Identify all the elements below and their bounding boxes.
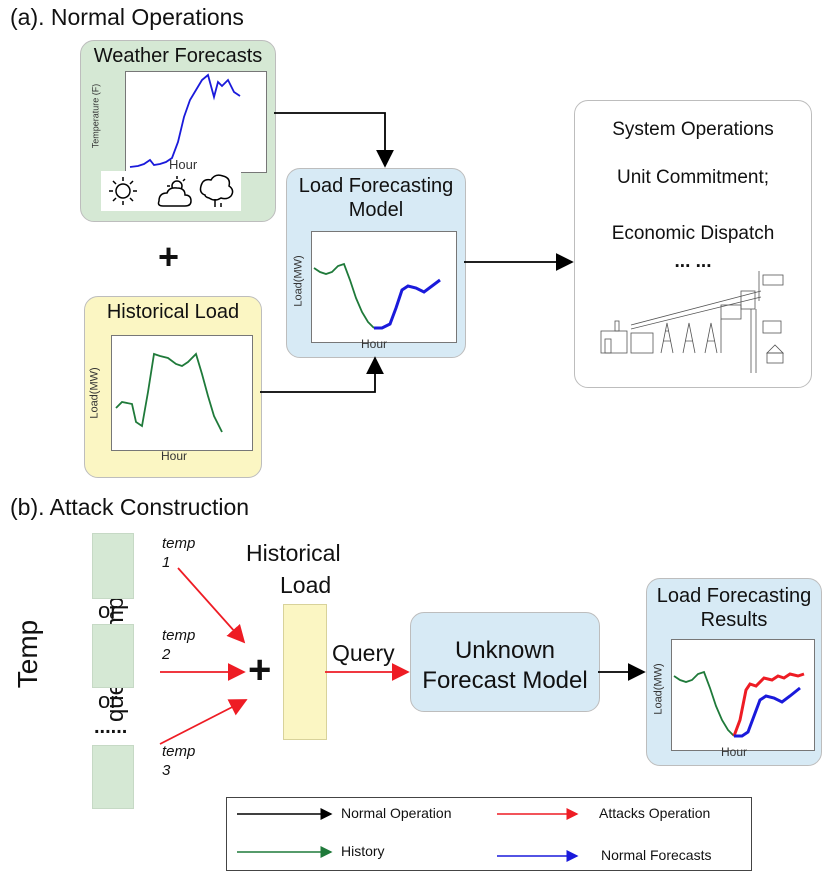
- dots-label: ......: [94, 716, 128, 738]
- temp-2-word: temp: [162, 627, 196, 644]
- partly-cloudy-icon: [157, 176, 192, 207]
- model-history-line: [313, 262, 375, 329]
- weather-icons-strip: [101, 171, 241, 211]
- legend-normal-operation: Normal Operation: [341, 805, 452, 821]
- legend: Normal Operation Attacks Operation Histo…: [226, 797, 752, 871]
- model-chart: [311, 231, 457, 343]
- unknown-model-line1: Unknown: [454, 637, 556, 664]
- power-grid-illustration: [600, 271, 784, 373]
- model-title-line2: Model: [348, 199, 404, 221]
- historical-load-label-line1: Historical: [246, 540, 341, 566]
- historical-load-title: Historical Load: [106, 301, 240, 323]
- temp-label-3: temp 3: [162, 742, 195, 780]
- economic-dispatch-text: Economic Dispatch: [611, 223, 775, 244]
- legend-history: History: [341, 843, 385, 859]
- temperature-line: [129, 73, 241, 168]
- temp-label-1: temp 1: [162, 534, 195, 572]
- historical-load-box: Historical Load Load(MW) Hour: [84, 296, 262, 478]
- temp-1-word: temp: [162, 535, 196, 552]
- results-history-line: [673, 670, 735, 737]
- temp3-arrow: [159, 699, 248, 745]
- unit-commitment-text: Unit Commitment;: [616, 167, 770, 188]
- query-label: Query: [332, 640, 395, 666]
- historical-xlabel: Hour: [161, 449, 188, 463]
- history-to-model-arrow: [260, 356, 384, 393]
- temp-3-word: temp: [162, 743, 196, 760]
- load-forecasting-model-box: Load Forecasting Model Load(MW) Hour: [286, 168, 466, 358]
- results-title-line2: Results: [700, 609, 768, 631]
- weather-forecasts-title: Weather Forecasts: [93, 45, 263, 67]
- legend-arrows: [237, 808, 579, 862]
- unknown-model-line2: Forecast Model: [422, 667, 588, 694]
- temp-sample-box-1: [92, 533, 134, 599]
- rain-cloud-icon: [199, 174, 234, 207]
- legend-attacks-operation: Attacks Operation: [599, 805, 711, 821]
- temp1-arrow: [177, 567, 246, 644]
- historical-load-chart: [111, 335, 253, 451]
- history-line: [115, 352, 223, 433]
- model-xlabel: Hour: [361, 337, 388, 351]
- system-ops-title: System Operations: [612, 119, 774, 140]
- weather-xlabel: Hour: [169, 157, 198, 172]
- temp-label-2: temp 2: [162, 626, 195, 664]
- section-b-title: (b). Attack Construction: [10, 494, 250, 520]
- or-label-2: or: [98, 688, 118, 713]
- temp-2-index: 2: [162, 646, 171, 663]
- section-a-arrows: [260, 112, 574, 393]
- plus-sign-a: +: [158, 236, 180, 277]
- legend-normal-forecasts: Normal Forecasts: [601, 847, 712, 863]
- results-xlabel: Hour: [721, 745, 748, 759]
- results-chart: [671, 639, 815, 751]
- section-b-arrows: [159, 567, 646, 745]
- model-forecast-line: [374, 278, 441, 330]
- ellipsis-text: ... ...: [674, 251, 712, 272]
- temperature-chart: [125, 71, 267, 173]
- sun-icon: [109, 177, 137, 205]
- section-a-title: (a). Normal Operations: [10, 4, 244, 30]
- historical-load-sample-box: [283, 604, 327, 740]
- load-forecasting-results-box: Load Forecasting Results Load(MW) Hour: [646, 578, 822, 766]
- unknown-forecast-model-box: Unknown Forecast Model: [410, 612, 600, 712]
- plus-sign-b: +: [248, 648, 272, 692]
- results-attack-line: [732, 672, 805, 737]
- weather-to-model-arrow: [274, 112, 394, 168]
- system-operations-box: System Operations Unit Commitment; Econo…: [574, 100, 812, 388]
- historical-load-label-line2: Load: [280, 572, 332, 598]
- temp-sample-box-3: [92, 745, 134, 809]
- temp-3-index: 3: [162, 762, 171, 779]
- results-forecast-line: [734, 686, 801, 738]
- weather-forecasts-box: Weather Forecasts Temperature (F) Hour: [80, 40, 276, 222]
- temp-sample-box-2: [92, 624, 134, 688]
- results-title-line1: Load Forecasting: [656, 585, 812, 607]
- or-label-1: or: [98, 598, 118, 623]
- temp-1-index: 1: [162, 554, 171, 571]
- model-title-line1: Load Forecasting: [298, 175, 454, 197]
